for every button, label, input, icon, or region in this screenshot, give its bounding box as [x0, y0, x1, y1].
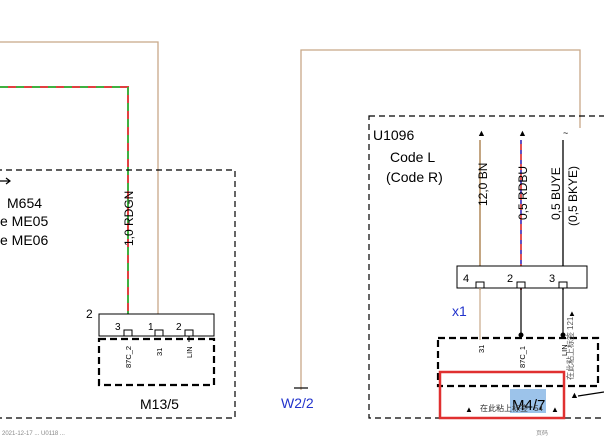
right-module-code-1: Code L [390, 149, 435, 165]
wire-label-rdbu: 0,5 RDBU [516, 166, 530, 220]
right-module-code-2: (Code R) [386, 169, 443, 185]
left-pin-terminal-1 [154, 329, 164, 337]
right-module-id: U1096 [373, 127, 414, 143]
right-pin-4: 4 [463, 273, 469, 285]
wire-label-buye: 0,5 BUYE [549, 167, 563, 220]
arrow-right-marker: ▲ [570, 390, 579, 400]
right-connector-subbox [436, 336, 600, 388]
wire-tan-top-left [0, 41, 159, 320]
m47-sub-text: 在此粘上标签 [480, 403, 528, 413]
m47-label-selection [510, 389, 546, 413]
left-connector-subbox [97, 337, 216, 387]
left-pin-3: 3 [115, 322, 121, 333]
left-pin-terminal-3 [123, 329, 133, 337]
left-signal-31: 31 [155, 348, 164, 356]
right-node-lin [560, 332, 566, 338]
left-module-id: M654 [7, 195, 42, 211]
exit-wire [577, 391, 604, 397]
right-signal-31: 31 [477, 345, 486, 353]
m47-label-text: M4/7 [512, 397, 545, 414]
wire-rdgn-stripe [0, 86, 129, 320]
wire-tan-top-right [300, 49, 581, 390]
wire-marker-1: ▲ [477, 128, 486, 138]
left-module-code-2: e ME06 [0, 232, 48, 248]
side-marker: ▲ [568, 309, 576, 318]
right-node-87c1 [518, 332, 524, 338]
footer-right-text: 页码 [536, 429, 548, 437]
wire-label-bkye: (0,5 BKYE) [566, 166, 580, 226]
w22-label: W2/2 [281, 395, 314, 411]
left-wire-label: 1,0 RDGN [122, 191, 136, 246]
right-signal-87c1: 87C_1 [518, 346, 527, 368]
right-pin-3: 3 [549, 273, 555, 285]
m47-label-highlight[interactable] [438, 370, 566, 420]
left-module-code-1: e ME05 [0, 213, 48, 229]
side-overlay-number: 121 [566, 316, 575, 330]
wire-label-bn: 12,0 BN [476, 163, 490, 206]
left-signal-87c2: 87C_2 [124, 346, 133, 368]
left-connector-number: 2 [86, 307, 93, 321]
wire-marker-2: ▲ [518, 128, 527, 138]
wire-marker-3: ~ [563, 128, 568, 138]
arrow-icon [0, 177, 11, 185]
side-overlay-text: 在此粘上标签 [565, 332, 575, 380]
left-signal-lin: LIN [185, 346, 194, 358]
m47-sub-num: 54 [534, 404, 543, 413]
right-pin-2: 2 [507, 273, 513, 285]
m47-marker-right: ▲ [551, 405, 559, 414]
left-pin-2: 2 [176, 322, 182, 333]
right-connector-label: x1 [452, 303, 467, 319]
left-connector-name: M13/5 [140, 396, 179, 412]
footer-left-text: 2021-12-17 ... U0118 ... [2, 431, 65, 437]
m47-marker-left: ▲ [465, 405, 473, 414]
left-module-box [0, 169, 236, 419]
left-pin-1: 1 [148, 322, 154, 333]
right-signal-lin: LIN [560, 344, 569, 356]
